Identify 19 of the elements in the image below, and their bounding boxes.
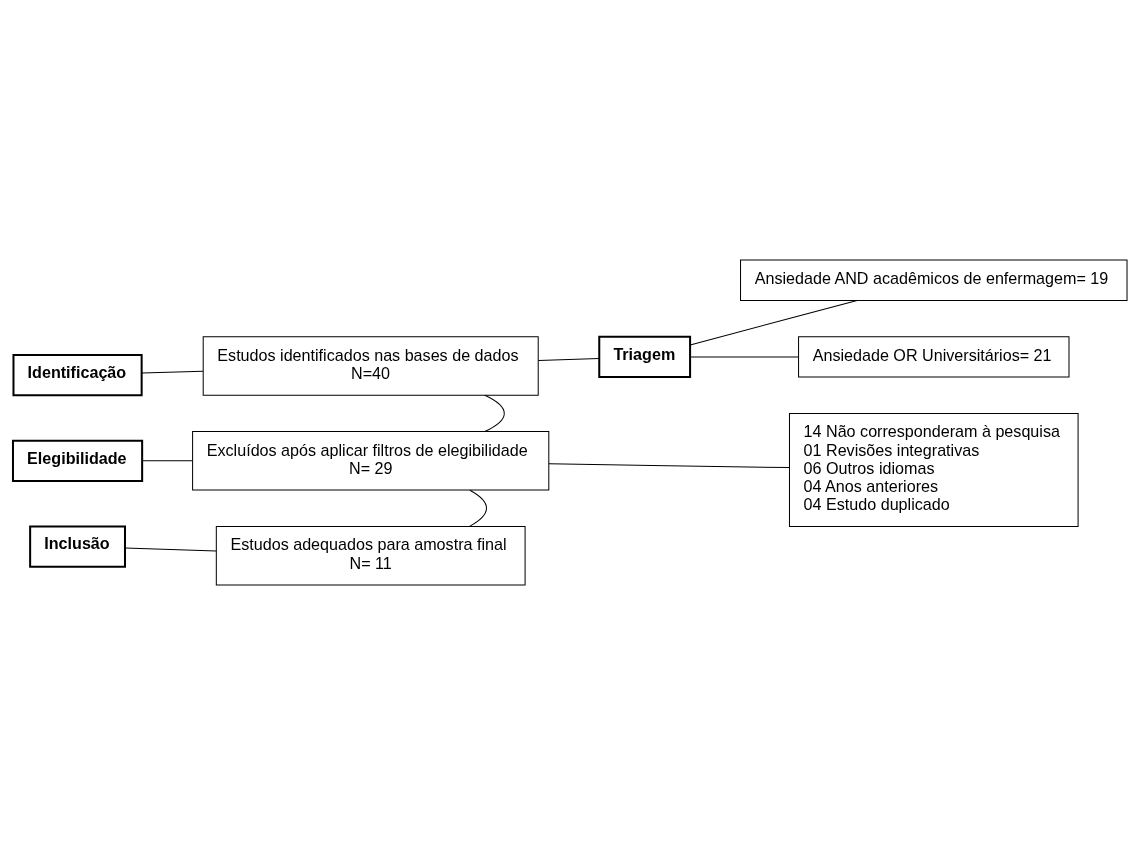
connector [141, 370, 204, 374]
node-box: Triagem [598, 335, 692, 378]
connector [538, 357, 600, 361]
node-box: Inclusão [29, 524, 126, 568]
connector [469, 489, 487, 527]
connector [484, 394, 505, 432]
node-box: Ansiedade AND acadêmicos de enfermagem= 19 [740, 259, 1128, 301]
connector [689, 355, 799, 357]
connector [548, 462, 790, 468]
connector [689, 299, 858, 345]
connector [141, 459, 193, 461]
node-box: Estudos identificados nas bases de dados N=40 [202, 335, 539, 396]
node-box: Ansiedade OR Universitários= 21 [798, 335, 1070, 378]
node-box: Estudos adequados para amostra final N= 11 [215, 525, 526, 585]
node-box: Identificação [12, 353, 143, 396]
connector [124, 547, 217, 551]
node-box: Elegibilidade [11, 439, 144, 482]
node-box: Excluídos após aplicar filtros de elegibilidade N= 29 [192, 430, 550, 491]
node-box: 14 Não corresponderam à pesquisa 01 Revisões integrativas 06 Outros idiomas 04 Anos anteriores 04 Estudo duplicado [788, 412, 1079, 527]
